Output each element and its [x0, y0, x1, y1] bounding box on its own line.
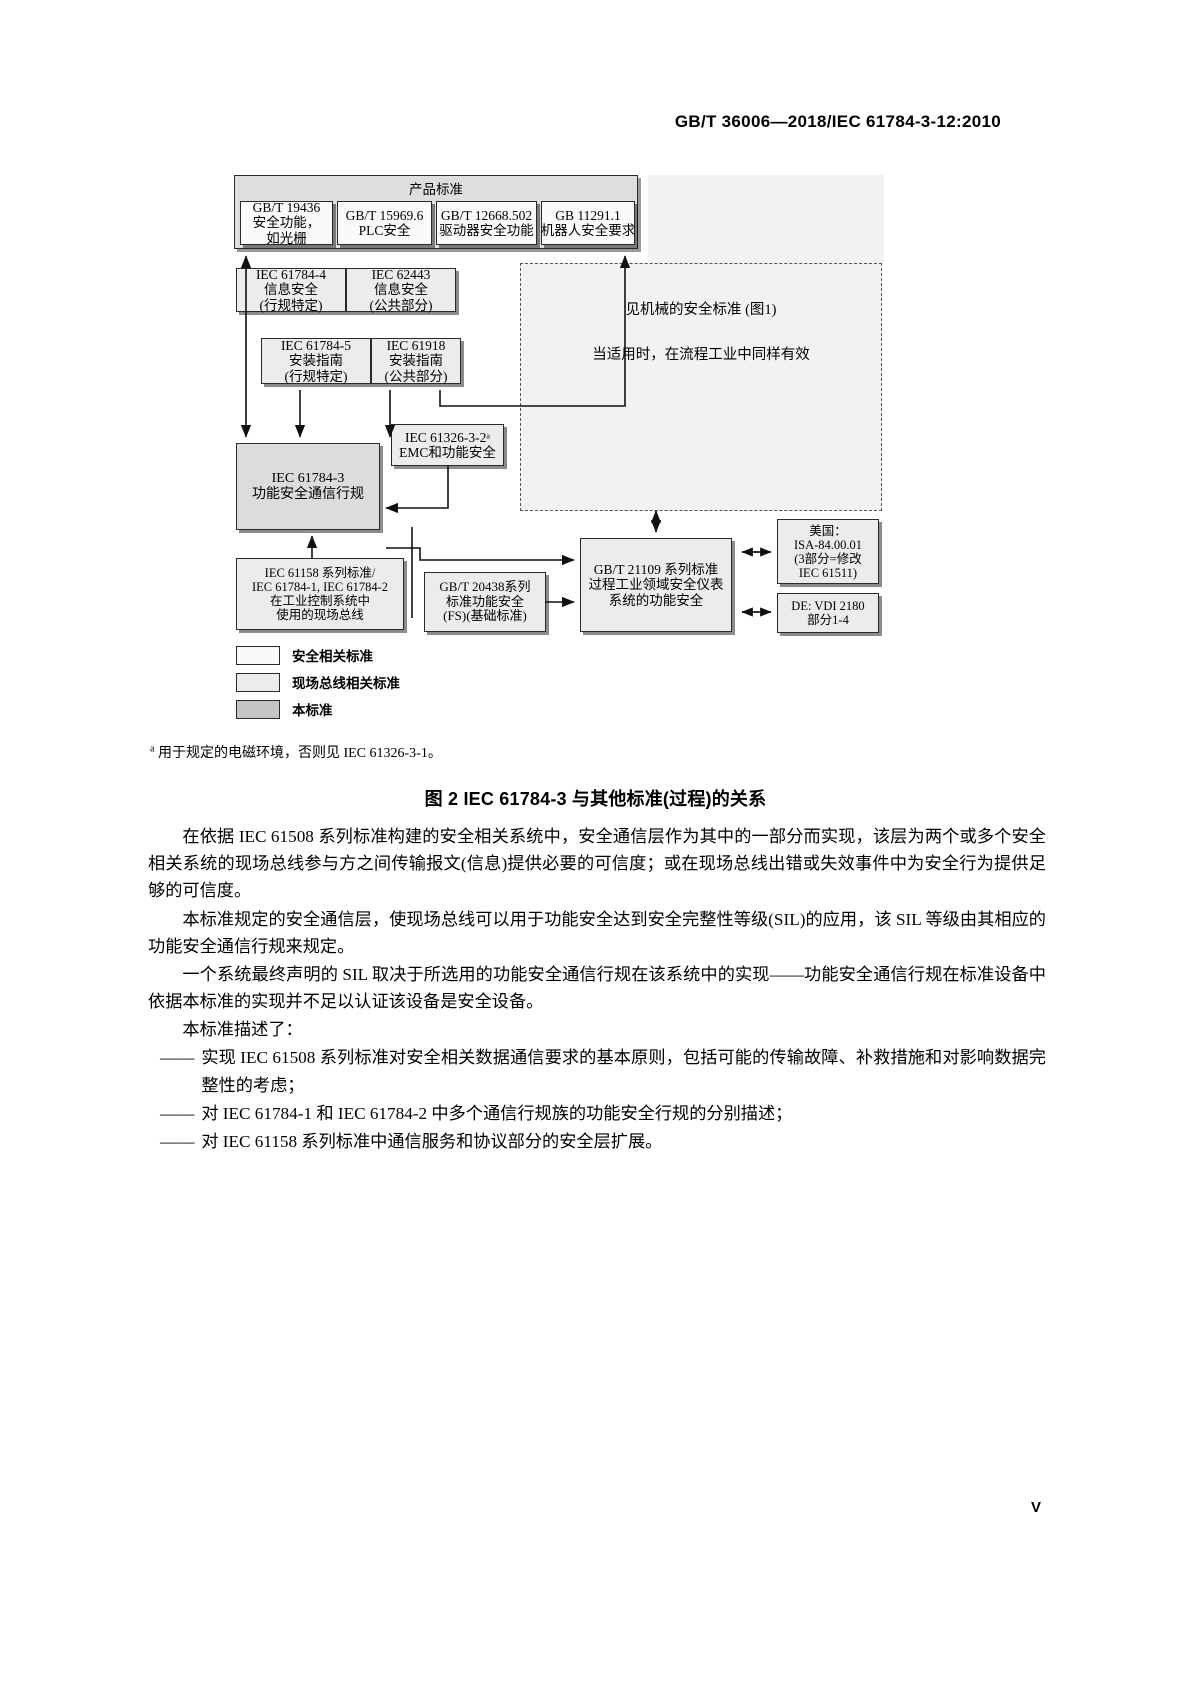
box-line-3: 系统的功能安全 — [608, 592, 704, 608]
box-line-2: 安装指南 — [389, 353, 443, 369]
box-line-1: IEC 61326-3-2ᵃ — [404, 429, 491, 445]
list-item-text: 对 IEC 61158 系列标准中通信服务和协议部分的安全层扩展。 — [201, 1131, 663, 1151]
security-box-iec61784-4: IEC 61784-4 信息安全 (行规特定) — [236, 267, 346, 313]
box-line-2: 驱动器安全功能 — [439, 223, 534, 238]
footnote-marker: a — [150, 743, 155, 755]
box-line-1: IEC 61158 系列标准/ — [264, 566, 376, 580]
paragraph: 本标准规定的安全通信层，使现场总线可以用于功能安全达到安全完整性等级(SIL)的… — [148, 909, 1046, 956]
box-line-2: PLC安全 — [358, 223, 411, 238]
box-line-3: (行规特定) — [259, 297, 323, 313]
box-line-1: GB/T 15969.6 — [345, 207, 424, 223]
figure-2-diagram: 见机械的安全标准 (图1) 当适用时，在流程工业中同样有效 产品标准 GB/T … — [0, 0, 1191, 730]
box-line-2: 部分1-4 — [807, 613, 849, 627]
product-standard-box-gbt19436: GB/T 19436 安全功能， 如光栅 — [240, 200, 333, 246]
functional-safety-box-gbt20438: GB/T 20438系列 标准功能安全 (FS)(基础标准) — [424, 572, 546, 632]
list-dash-marker: —— — [160, 1048, 195, 1068]
box-line-1: GB 11291.1 — [555, 207, 621, 223]
paragraph: 在依据 IEC 61508 系列标准构建的安全相关系统中，安全通信层作为其中的一… — [148, 827, 1046, 901]
mechanical-safety-region — [520, 263, 882, 511]
product-standard-box-gbt12668-502: GB/T 12668.502 驱动器安全功能 — [436, 201, 537, 245]
list-dash-marker: —— — [160, 1103, 195, 1123]
fieldbus-box-iec61158: IEC 61158 系列标准/ IEC 61784-1, IEC 61784-2… — [236, 558, 404, 630]
box-line-2: IEC 61784-1, IEC 61784-2 — [251, 580, 389, 594]
legend-label: 本标准 — [292, 703, 333, 718]
box-line-2: 标准功能安全 — [445, 593, 524, 609]
box-line-1: IEC 61918 — [386, 338, 446, 354]
product-standard-box-gb11291-1: GB 11291.1 机器人安全要求 — [541, 201, 635, 245]
box-line-1: DE: VDI 2180 — [791, 599, 865, 613]
box-line-2: 安全功能， — [252, 215, 321, 231]
legend-swatch-icon — [236, 645, 280, 665]
box-line-2: 过程工业领域安全仪表 — [588, 577, 724, 593]
figure-caption: 图 2 IEC 61784-3 与其他标准(过程)的关系 — [424, 789, 767, 809]
legend-swatch-icon — [236, 699, 280, 719]
page-header-standard-ref: GB/T 36006—2018/IEC 61784-3-12:2010 — [674, 112, 1001, 131]
diagram-connectors — [240, 255, 772, 618]
box-line-4: 使用的现场总线 — [276, 608, 364, 622]
box-line-1: IEC 61784-3 — [271, 470, 345, 486]
page-number: V — [1030, 1499, 1041, 1516]
legend-item-this-standard: 本标准 — [236, 699, 536, 719]
product-standards-title: 产品标准 — [409, 182, 463, 197]
paragraph: 本标准描述了： — [182, 1020, 303, 1040]
box-line-1: GB/T 21109 系列标准 — [593, 562, 719, 578]
usa-box-isa84: 美国： ISA-84.00.01 (3部分=修改 IEC 61511) — [777, 519, 879, 584]
box-line-3: (行规特定) — [284, 368, 348, 384]
emc-box-iec61326-3-2: IEC 61326-3-2ᵃ EMC和功能安全 — [391, 424, 504, 466]
legend-item-safety-related: 安全相关标准 — [236, 645, 536, 665]
box-line-3: (3部分=修改 — [794, 551, 862, 566]
box-line-3: 在工业控制系统中 — [269, 594, 370, 608]
install-box-iec61784-5: IEC 61784-5 安装指南 (行规特定) — [261, 338, 371, 384]
sis-box-gbt21109: GB/T 21109 系列标准 过程工业领域安全仪表 系统的功能安全 — [580, 538, 732, 632]
product-standard-box-gbt15969-6: GB/T 15969.6 PLC安全 — [337, 201, 432, 245]
footnote-text: 用于规定的电磁环境，否则见 IEC 61326-3-1。 — [157, 746, 442, 761]
box-line-1: GB/T 19436 — [252, 200, 321, 216]
mechanical-safety-line2: (图1) — [745, 302, 777, 318]
core-box-iec61784-3: IEC 61784-3 功能安全通信行规 — [236, 443, 380, 530]
box-line-3: (公共部分) — [384, 368, 448, 384]
list-item-text: 实现 IEC 61508 系列标准对安全相关数据通信要求的基本原则，包括可能的传… — [201, 1048, 1046, 1095]
box-line-2: 信息安全 — [264, 282, 318, 298]
paragraph: 一个系统最终声明的 SIL 取决于所选用的功能安全通信行规在该系统中的实现——功… — [148, 964, 1046, 1012]
box-line-4: IEC 61511) — [798, 565, 858, 580]
box-line-1: IEC 62443 — [371, 267, 431, 283]
box-line-3: 如光栅 — [266, 230, 307, 246]
box-line-1: IEC 61784-4 — [255, 267, 327, 283]
box-line-2: EMC和功能安全 — [399, 445, 496, 460]
box-line-2: 安装指南 — [289, 353, 343, 369]
legend-swatch-icon — [236, 672, 280, 692]
box-line-2: 信息安全 — [374, 282, 428, 298]
box-line-1: 美国： — [809, 523, 847, 538]
upper-right-panel — [648, 175, 884, 263]
figure-legend: 安全相关标准 现场总线相关标准 本标准 — [236, 645, 536, 726]
box-line-2: 机器人安全要求 — [540, 223, 636, 238]
de-box-vdi2180: DE: VDI 2180 部分1-4 — [777, 593, 879, 633]
mechanical-safety-line1: 见机械的安全标准 — [625, 302, 742, 318]
list-item: —— 对 IEC 61158 系列标准中通信服务和协议部分的安全层扩展。 — [148, 1128, 1046, 1155]
box-line-3: (公共部分) — [369, 297, 433, 313]
list-item: —— 实现 IEC 61508 系列标准对安全相关数据通信要求的基本原则，包括可… — [148, 1044, 1046, 1098]
body-text: 在依据 IEC 61508 系列标准构建的安全相关系统中，安全通信层作为其中的一… — [148, 823, 1046, 1156]
list-item-text: 对 IEC 61784-1 和 IEC 61784-2 中多个通信行规族的功能安… — [201, 1103, 793, 1123]
mechanical-safety-text: 见机械的安全标准 (图1) 当适用时，在流程工业中同样有效 — [520, 300, 882, 366]
legend-label: 现场总线相关标准 — [292, 676, 400, 691]
legend-item-fieldbus-related: 现场总线相关标准 — [236, 672, 536, 692]
box-line-1: GB/T 20438系列 — [439, 579, 531, 595]
list-item: —— 对 IEC 61784-1 和 IEC 61784-2 中多个通信行规族的… — [148, 1100, 1046, 1127]
box-line-1: GB/T 12668.502 — [440, 207, 533, 223]
security-box-iec62443: IEC 62443 信息安全 (公共部分) — [346, 267, 456, 313]
box-line-2: ISA-84.00.01 — [793, 537, 863, 552]
figure-footnote: a 用于规定的电磁环境，否则见 IEC 61326-3-1。 — [150, 742, 442, 762]
legend-label: 安全相关标准 — [292, 649, 373, 664]
box-line-2: 功能安全通信行规 — [252, 486, 364, 502]
list-dash-marker: —— — [160, 1131, 195, 1151]
install-box-iec61918: IEC 61918 安装指南 (公共部分) — [371, 338, 461, 384]
box-line-3: (FS)(基础标准) — [443, 608, 527, 624]
mechanical-safety-line3: 当适用时，在流程工业中同样有效 — [592, 347, 810, 364]
box-line-1: IEC 61784-5 — [280, 338, 352, 354]
